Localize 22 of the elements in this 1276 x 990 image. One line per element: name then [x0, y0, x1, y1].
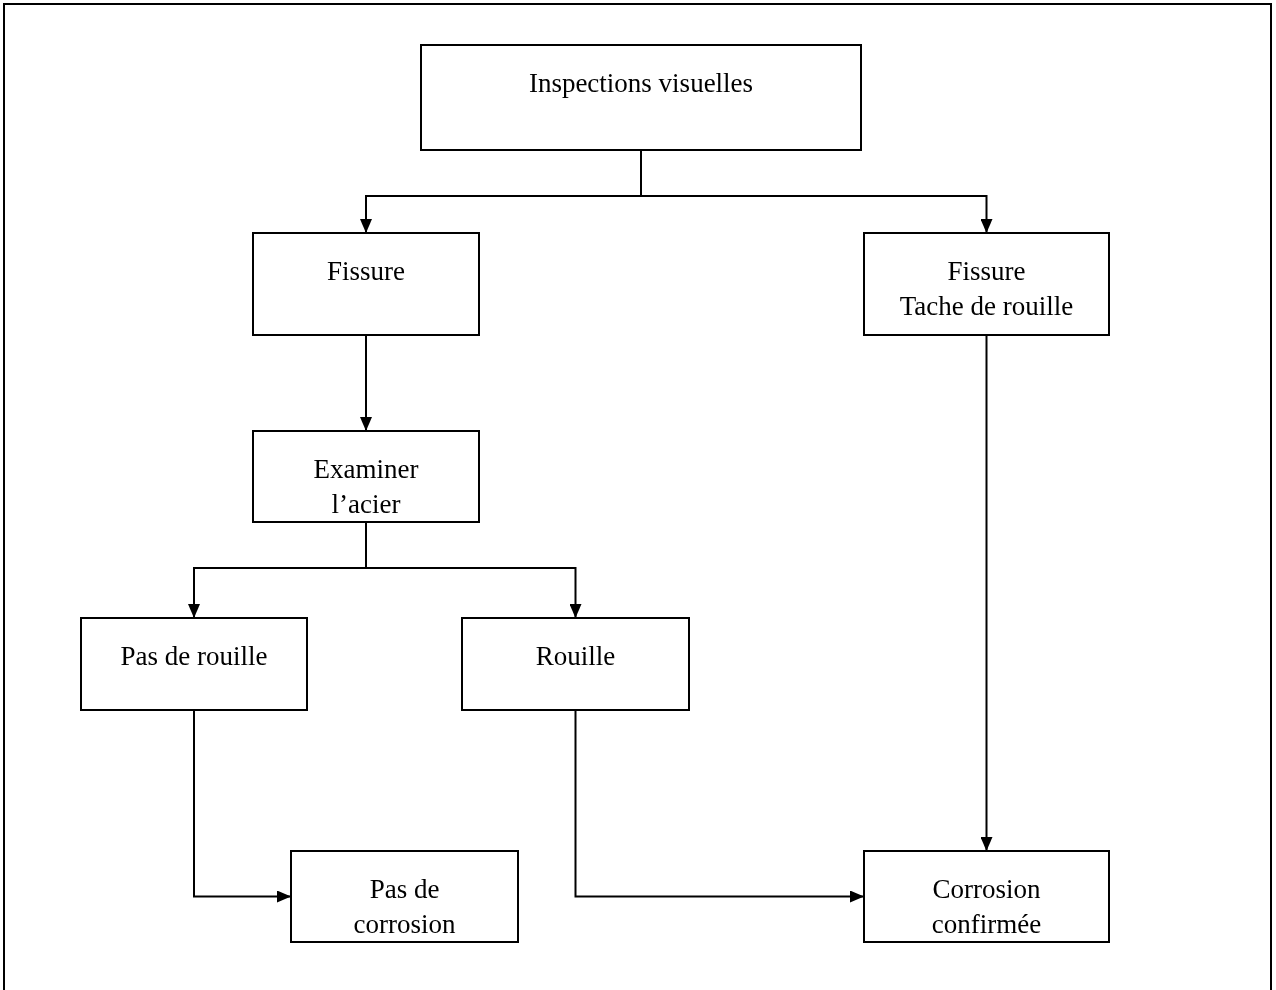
process-box: [420, 44, 862, 151]
box-label: Inspections visuelles: [528, 67, 754, 100]
process-box: [863, 850, 1110, 943]
process-box: [863, 232, 1110, 336]
box-label: Rouille: [535, 640, 616, 673]
process-box: [252, 430, 480, 523]
box-label: Pas de rouille: [120, 640, 268, 673]
box-label: Examiner l’acier: [312, 453, 420, 521]
process-box: [252, 232, 480, 336]
arrow: [365, 522, 582, 618]
process-box: [80, 617, 308, 711]
box-label: Fissure: [947, 255, 1026, 288]
arrow: [360, 335, 372, 431]
box-label: Tache de rouille: [899, 290, 1074, 323]
process-box: [290, 850, 519, 943]
arrow: [193, 710, 291, 903]
arrow: [980, 335, 993, 851]
arrow: [574, 710, 864, 903]
box-label: Pas de corrosion: [352, 873, 457, 941]
box-label: Corrosion confirmée: [930, 873, 1043, 941]
box-label: Fissure: [327, 255, 405, 288]
process-box: [461, 617, 690, 711]
